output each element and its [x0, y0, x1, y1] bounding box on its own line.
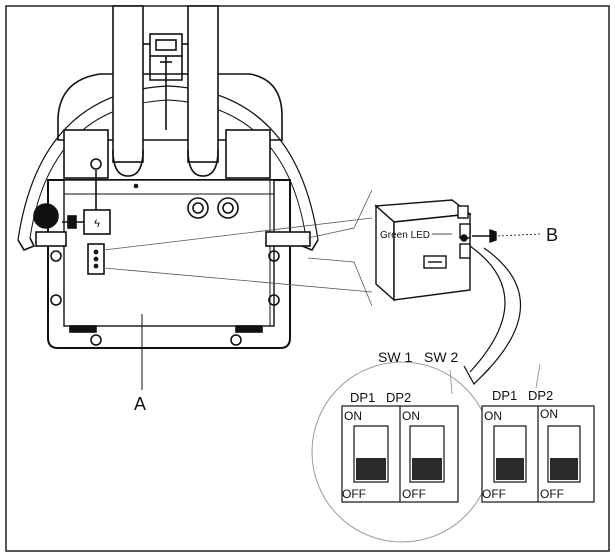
- vent-left: [69, 325, 97, 333]
- dip-switch-right: [481, 405, 595, 503]
- rail-left: [112, 5, 144, 163]
- on-label-4: ON: [540, 407, 558, 421]
- sw2-label: SW 2: [424, 349, 458, 365]
- off-label-3: OFF: [482, 487, 506, 501]
- screw-2: [50, 294, 62, 306]
- round-knob: [33, 203, 59, 229]
- top-bracket: [149, 33, 183, 57]
- cover-arc-inner: [29, 99, 307, 239]
- rail-right-u: [187, 149, 219, 177]
- callout-b: B: [546, 225, 558, 245]
- off-label-2: OFF: [402, 487, 426, 501]
- opener-unit: ϟ: [17, 5, 319, 349]
- curved-arrow: [463, 245, 522, 385]
- knob-right: [217, 197, 239, 219]
- screw-3: [268, 250, 280, 262]
- on-label-3: ON: [484, 409, 502, 423]
- rail-left-u: [112, 149, 144, 177]
- sw1-label: SW 1: [378, 349, 412, 365]
- module-front: [375, 204, 395, 302]
- dp1-left-label: DP1: [350, 390, 375, 405]
- screw-4: [268, 294, 280, 306]
- diagram-border: [5, 5, 610, 552]
- dip-switch-left: [341, 405, 459, 503]
- body-left-block: [63, 129, 109, 179]
- off-label-4: OFF: [540, 487, 564, 501]
- rail-right: [187, 5, 219, 163]
- screw-5: [90, 334, 102, 346]
- on-label-2: ON: [402, 409, 420, 423]
- body-right-block: [225, 129, 271, 179]
- dp2-left-label: DP2: [386, 390, 411, 405]
- green-led-label: Green LED: [380, 230, 430, 241]
- zoom-lines: [103, 189, 373, 307]
- screw-6: [230, 334, 242, 346]
- cover-left-tip: [17, 237, 36, 251]
- off-label-1: OFF: [342, 487, 366, 501]
- dp2-right-label: DP2: [528, 388, 553, 403]
- vent-right: [235, 325, 263, 333]
- receiver-module: [374, 199, 541, 302]
- callout-a: A: [134, 394, 146, 414]
- dp1-right-label: DP1: [492, 388, 517, 403]
- svg-text:ϟ: ϟ: [94, 218, 100, 230]
- knob-left: [187, 197, 209, 219]
- screw-1: [50, 250, 62, 262]
- on-label-1: ON: [344, 409, 362, 423]
- cover-arc-outer: [17, 85, 319, 241]
